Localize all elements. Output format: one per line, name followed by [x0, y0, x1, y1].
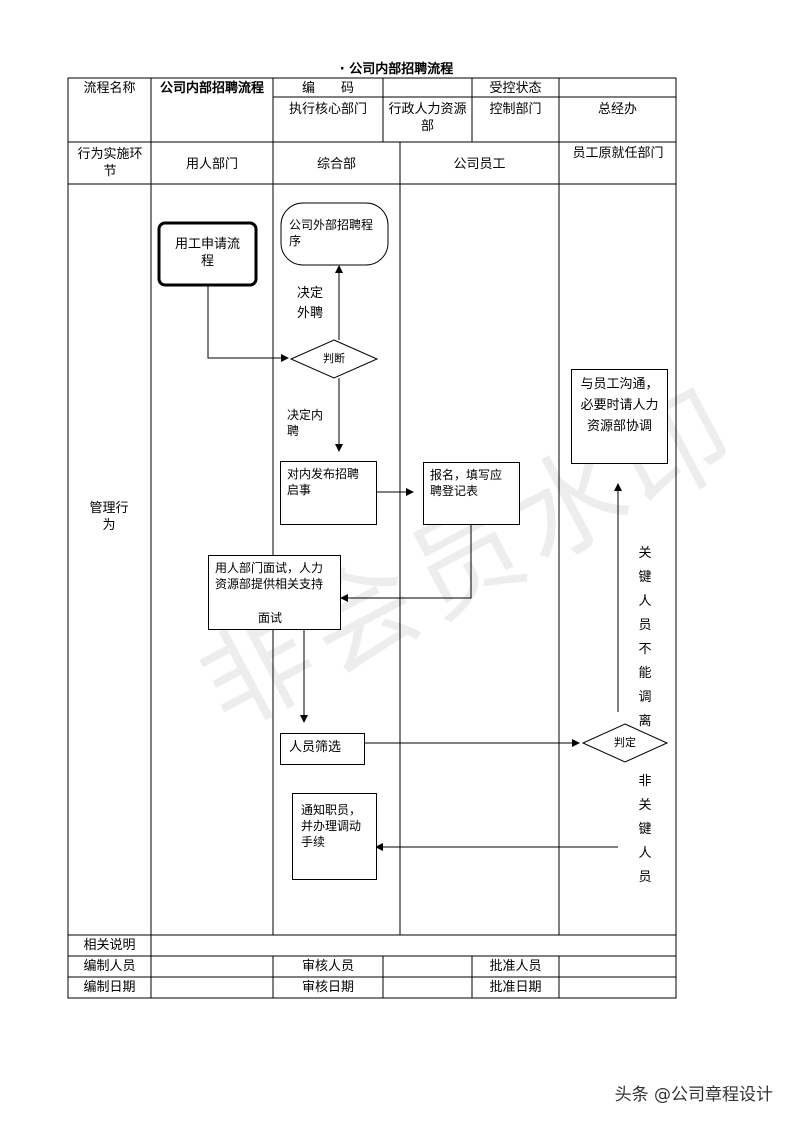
decide-external-label: 决定外聘	[296, 286, 323, 321]
approve-date-label: 批准日期	[489, 980, 542, 995]
row-label-management: 管理行为	[89, 501, 129, 533]
control-dept-value: 总经办	[597, 102, 637, 117]
approver-label: 批准人员	[489, 959, 542, 974]
apply-process-text: 用工申请流程	[174, 237, 240, 269]
lane-employee: 公司员工	[453, 157, 506, 172]
process-name-value: 公司内部招聘流程	[159, 81, 264, 96]
interview-tag: 面试	[257, 611, 282, 625]
key-staff-label: 关键人员不能调离	[638, 546, 652, 729]
lane-hiring-dept: 用人部门	[185, 157, 238, 172]
judge-1-text: 判断	[323, 352, 345, 365]
screening-box: 人员筛选	[280, 733, 365, 765]
publish-notice-text: 对内发布招聘启事	[287, 467, 360, 497]
reviewer-label: 审核人员	[301, 959, 354, 974]
decide-internal-label: 决定内聘	[287, 408, 324, 438]
external-recruit-text: 公司外部招聘程序	[289, 218, 374, 248]
communicate-text: 与员工沟通，必要时请人力资源部协调	[580, 377, 659, 434]
judge-diamond-1	[289, 339, 379, 379]
register-box: 报名，填写应聘登记表	[423, 462, 520, 525]
document-title: · 公司内部招聘流程	[339, 62, 454, 77]
review-date-label: 审核日期	[301, 980, 354, 995]
control-dept-label: 控制部门	[489, 102, 542, 117]
notes-label: 相关说明	[83, 938, 136, 953]
judge-2-text: 判定	[614, 736, 636, 749]
table-border	[67, 77, 677, 999]
lane-general-dept: 综合部	[316, 157, 356, 172]
interview-box: 用人部门面试，人力资源部提供相关支持	[208, 555, 341, 630]
judge-diamond-2	[581, 723, 669, 763]
code-label: 编 码	[301, 81, 354, 96]
editor-label: 编制人员	[83, 959, 136, 974]
non-key-staff-label: 非关键人员	[638, 774, 652, 885]
register-text: 报名，填写应聘登记表	[430, 468, 503, 498]
process-name-label: 流程名称	[83, 81, 136, 96]
notify-box: 通知职员，并办理调动手续	[292, 793, 377, 880]
external-recruit-terminal	[280, 202, 389, 266]
controlled-status-label: 受控状态	[489, 81, 542, 96]
publish-notice-box: 对内发布招聘启事	[280, 461, 377, 525]
interview-text: 用人部门面试，人力资源部提供相关支持	[215, 561, 324, 591]
communicate-box: 与员工沟通，必要时请人力资源部协调	[571, 369, 668, 464]
source-credit: 头条 @公司章程设计	[614, 1085, 773, 1105]
edit-date-label: 编制日期	[83, 980, 136, 995]
stage-label: 行为实施环节	[77, 147, 143, 179]
screening-text: 人员筛选	[289, 740, 342, 755]
exec-dept-label: 执行核心部门	[288, 102, 367, 117]
exec-dept-value: 行政人力资源部	[388, 102, 467, 134]
lane-original-dept: 员工原就任部门	[572, 146, 664, 161]
notify-text: 通知职员，并办理调动手续	[301, 803, 362, 849]
